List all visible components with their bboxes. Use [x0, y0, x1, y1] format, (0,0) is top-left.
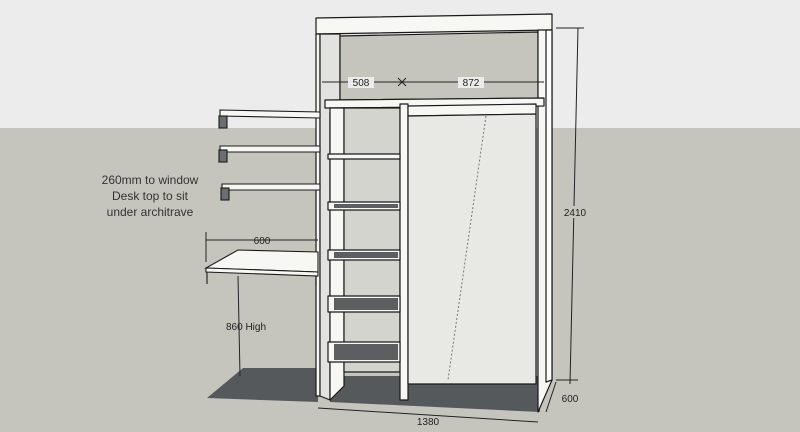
dim-line-total-width [317, 407, 539, 423]
wall-shelf-2-bracket [218, 149, 228, 163]
tower-shelf-shadow-5 [334, 344, 398, 360]
wall-shelf-1 [219, 109, 321, 119]
dim-label-unit-depth: 600 [562, 394, 579, 405]
annotation-line-3: under architrave [107, 205, 194, 219]
dim-diagonal-guide [447, 115, 487, 381]
center-divider [399, 103, 409, 401]
tower-shelf-shadow-4 [334, 298, 398, 310]
wall-shelf-2 [219, 145, 321, 153]
label-bg-hanging-width [458, 77, 484, 88]
desk-edge [205, 267, 319, 277]
back-opening [339, 31, 539, 101]
right-panel-face [545, 29, 553, 383]
dim-line-unit-depth [545, 381, 557, 413]
desk-shadow [207, 368, 318, 402]
annotation-line-2: Desk top to sit [112, 189, 189, 203]
top-beam [315, 13, 553, 35]
dim-label-desk-height: 860 High [226, 322, 266, 333]
dim-line-desk-height [237, 275, 241, 377]
wall-shelf-3-bracket [220, 187, 230, 201]
dim-label-total-width: 1380 [417, 417, 440, 428]
tower-back [343, 107, 401, 373]
label-bg-total-height [562, 206, 588, 218]
wall-shelf-3 [221, 183, 321, 191]
hanging-area [407, 113, 537, 385]
label-bg-shelf-width [348, 77, 374, 88]
dim-cross-2 [397, 77, 407, 87]
tower-shelf-1 [327, 153, 401, 160]
annotation-line-1: 260mm to window [102, 173, 199, 187]
dim-label-hanging-width: 872 [463, 78, 480, 89]
tower-shelf-shadow-2 [334, 204, 398, 208]
wardrobe-shadow [325, 376, 540, 412]
dim-label-shelf-width: 508 [353, 78, 370, 89]
wall-shelf-1-bracket [218, 115, 228, 129]
tower-shelf-shadow-3 [334, 252, 398, 258]
dim-label-total-height: 2410 [564, 208, 587, 219]
dim-label-desk-depth: 600 [254, 236, 271, 247]
